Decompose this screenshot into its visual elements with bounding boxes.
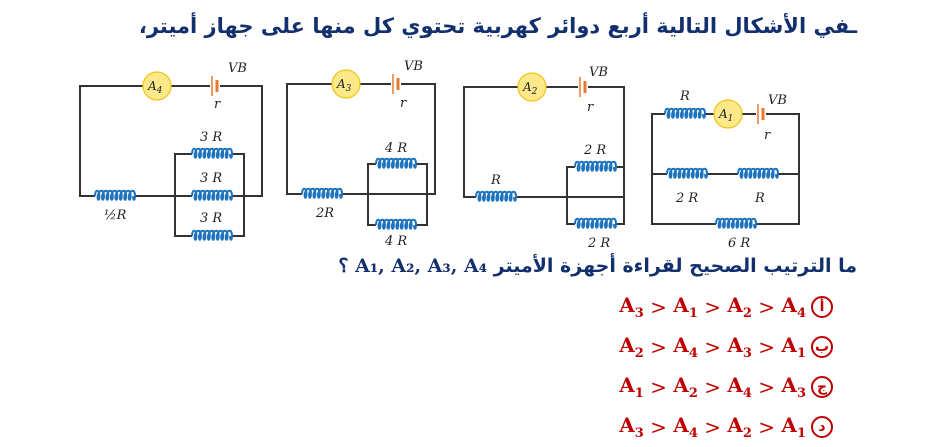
greater-than-sign: > [643,415,674,439]
resistor-icon [666,167,709,179]
ammeter-term: A2 [673,373,698,401]
ammeter-term: A3 [727,333,752,361]
ammeter-term: A3 [781,373,806,401]
ammeter-icon: A2 [517,72,547,102]
ammeter-term: A1 [673,293,698,321]
ammeter-term: A4 [781,293,806,321]
c2-parallel-label: 2 R [587,236,610,251]
greater-than-sign: > [643,375,674,399]
answer-option[interactable]: A1 > A2 > A4 > A3 [619,372,806,402]
ammeter-term: A3 [619,293,644,321]
c2-series-label: R [490,173,501,188]
greater-than-sign: > [697,295,728,319]
question-prompt: ما الترتيب الصحيح لقراءة أجهزة الأميتر [493,255,857,277]
ammeter-term: A1 [781,333,806,361]
c3-r-label: r [400,96,407,111]
c4-r-label: r [214,97,221,112]
question-ammeters: A₁, A₂, A₃, A₄ ؟ [338,255,488,277]
question-intro: ـفي الأشكال التالية أربع دوائر كهربية تح… [138,14,857,38]
c1-middle-label: R [754,191,765,206]
c4-vb-label: VB [228,61,247,76]
answer-option[interactable]: A3 > A1 > A2 > A4 [619,292,806,322]
ammeter-term: A2 [727,293,752,321]
greater-than-sign: > [751,375,782,399]
resistor-icon [715,217,758,229]
ammeter-icon: A3 [331,69,361,99]
ammeter-term: A4 [673,333,698,361]
c3-parallel-label: 4 R [384,234,407,249]
greater-than-sign: > [697,375,728,399]
battery-icon [579,77,587,97]
ammeter-term: A2 [727,413,752,441]
c1-middle-label: 2 R [675,191,698,206]
greater-than-sign: > [697,415,728,439]
option-letter-badge[interactable]: ب [811,336,833,358]
c1-series-label: R [679,89,690,104]
c2-parallel-label: 2 R [583,143,606,158]
greater-than-sign: > [751,335,782,359]
ammeter-term: A1 [781,413,806,441]
resistor-icon [475,190,518,202]
ammeter-term: A4 [673,413,698,441]
c4-parallel-label: 3 R [200,171,222,186]
ammeter-term: A4 [727,373,752,401]
c3-parallel-label: 4 R [384,141,407,156]
battery-icon [757,104,765,124]
question-text: ما الترتيب الصحيح لقراءة أجهزة الأميتر A… [338,255,857,277]
resistor-icon [574,217,618,229]
battery-icon [211,76,219,96]
resistor-icon [574,160,618,172]
c2-r-label: r [587,100,594,115]
c1-vb-label: VB [768,93,787,108]
ammeter-term: A1 [619,373,644,401]
option-letter-badge[interactable]: د [811,416,833,438]
greater-than-sign: > [697,335,728,359]
greater-than-sign: > [643,295,674,319]
ammeter-icon: A1 [713,99,743,129]
c4-parallel-label: 3 R [200,211,222,226]
resistor-icon [94,189,137,201]
option-letter-badge[interactable]: ج [811,376,833,398]
resistor-icon [301,187,344,199]
resistor-icon [664,107,707,119]
greater-than-sign: > [751,415,782,439]
ammeter-term: A2 [619,333,644,361]
option-letter-badge[interactable]: أ [811,296,833,318]
c1-r-label: r [764,128,771,143]
battery-icon [392,74,400,94]
c3-vb-label: VB [404,59,423,74]
resistor-icon [375,157,418,169]
c1-bottom-label: 6 R [728,236,750,251]
resistor-icon [375,218,418,230]
c4-series-label: ½R [104,208,127,223]
c3-series-label: 2R [315,206,334,221]
greater-than-sign: > [751,295,782,319]
resistor-icon [191,147,234,159]
c4-parallel-label: 3 R [200,130,222,145]
c2-vb-label: VB [589,65,608,80]
ammeter-term: A3 [619,413,644,441]
greater-than-sign: > [643,335,674,359]
resistor-icon [191,229,234,241]
circuit-3-wire [286,83,436,226]
answer-option[interactable]: A3 > A4 > A2 > A1 [619,412,806,442]
resistor-icon [737,167,780,179]
resistor-icon [191,189,234,201]
answer-option[interactable]: A2 > A4 > A3 > A1 [619,332,806,362]
ammeter-icon: A4 [142,71,172,101]
